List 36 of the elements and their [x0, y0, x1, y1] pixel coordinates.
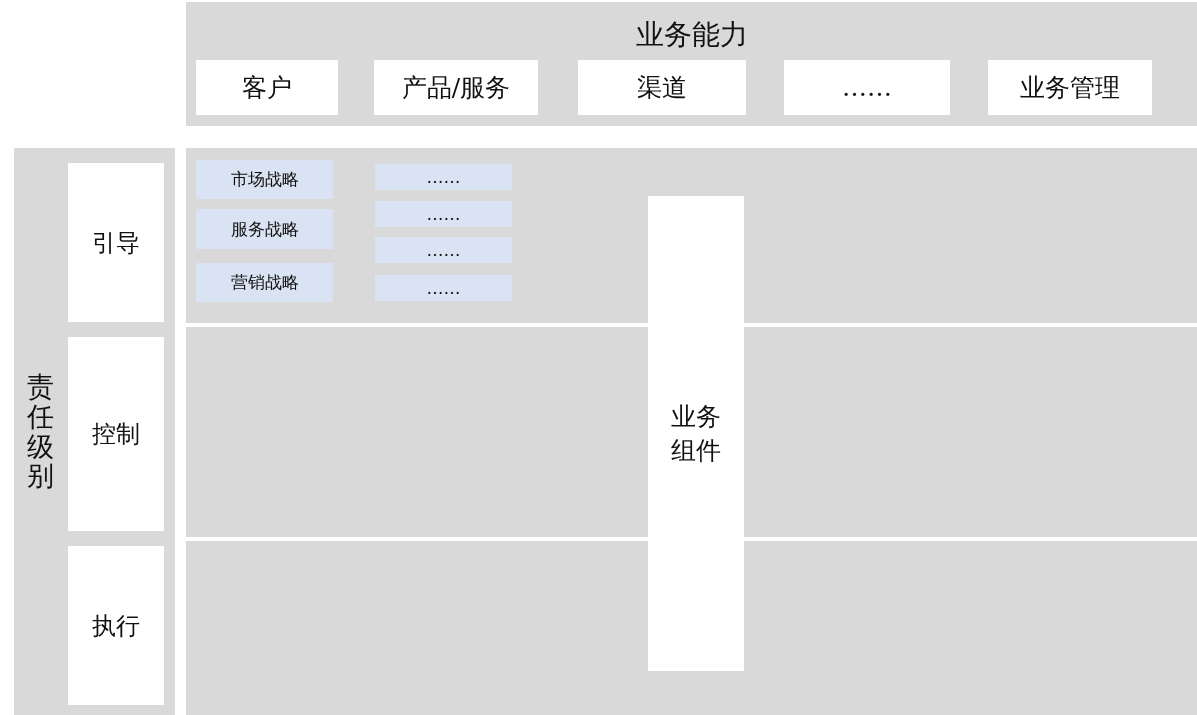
box-label: 营销战略	[230, 271, 299, 294]
section-heading: 业务能力	[635, 17, 748, 53]
box-label: ……	[426, 167, 461, 187]
vertical-heading: 责任级别	[27, 372, 54, 491]
strategy-box	[375, 201, 512, 227]
strategy-box	[375, 164, 512, 190]
box-label: ……	[426, 240, 461, 260]
component-box	[648, 196, 744, 671]
level-box	[68, 163, 164, 322]
strategy-box	[375, 275, 512, 301]
strategy-box	[196, 209, 333, 249]
box-label: 市场战略	[230, 168, 299, 191]
capability-box	[196, 60, 338, 115]
level-label: 执行	[92, 610, 140, 642]
strategy-box	[196, 160, 333, 199]
capability-box	[374, 60, 538, 115]
level-label: 控制	[92, 419, 140, 450]
box-label: ……	[426, 204, 461, 224]
level-label: 引导	[92, 227, 140, 259]
capability-box	[578, 60, 746, 115]
capability-label: 业务管理	[1020, 72, 1120, 104]
level-box	[68, 337, 164, 531]
component-label: 业务组件	[670, 400, 722, 467]
capability-band	[186, 2, 1197, 126]
box-label: 服务战略	[230, 217, 299, 241]
strategy-box	[196, 263, 333, 302]
capability-label: ……	[842, 73, 892, 102]
capability-label: 产品/服务	[401, 72, 511, 104]
box-label: ……	[426, 278, 461, 298]
capability-box	[988, 60, 1152, 115]
responsibility-band	[14, 148, 175, 715]
strategy-box	[375, 237, 512, 263]
capability-box	[784, 60, 950, 115]
level-box	[68, 546, 164, 705]
capability-label: 渠道	[637, 72, 687, 104]
capability-label: 客户	[242, 72, 292, 104]
